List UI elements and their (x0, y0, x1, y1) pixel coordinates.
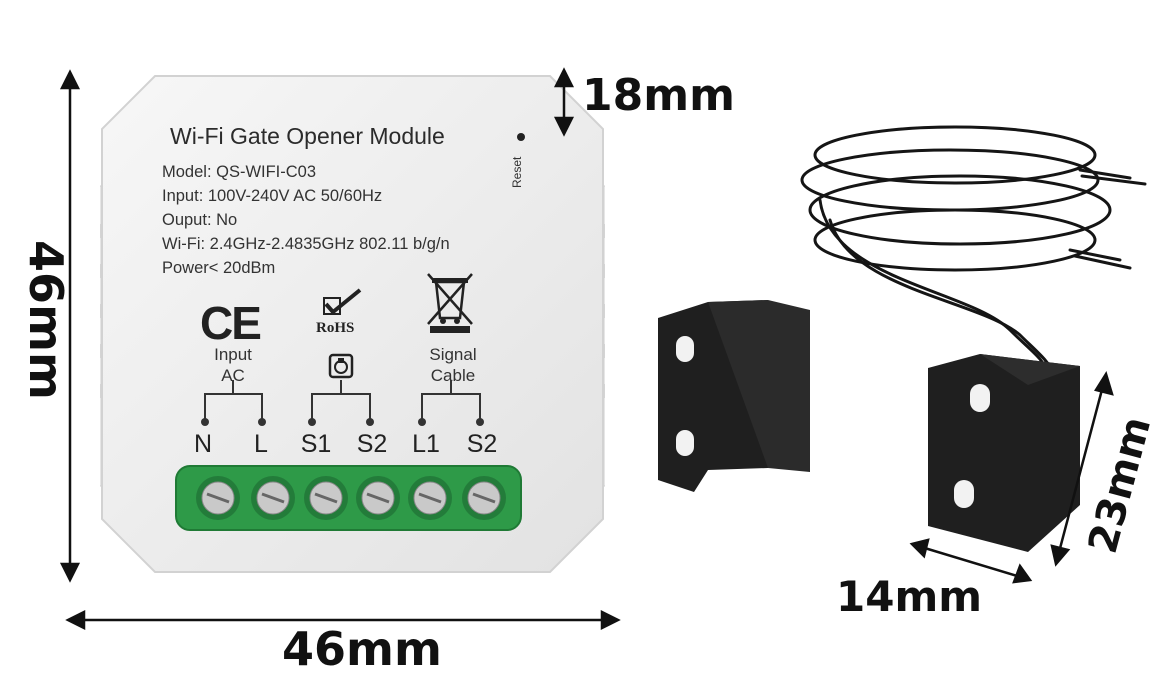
module-height-label: 46mm (19, 240, 73, 400)
module-housing (100, 75, 605, 573)
terminal-label: L1 (412, 430, 440, 458)
module-depth-label: 18mm (582, 70, 735, 121)
weee-bin-icon (427, 273, 473, 333)
terminal-label: L (254, 430, 268, 458)
spec-power: Power< 20dBm (162, 259, 276, 277)
rohs-check-icon (323, 288, 362, 315)
terminal-label: N (193, 430, 213, 458)
signal-group-label-1: Signal (429, 345, 477, 364)
input-group-label-1: Input (214, 345, 252, 364)
module-title: Wi-Fi Gate Opener Module (170, 123, 445, 149)
terminal-label: S1 (300, 430, 332, 458)
sensor-width-label: 14mm (836, 572, 982, 621)
rohs-mark: RoHS (316, 320, 355, 336)
terminal-label: S2 (466, 430, 498, 458)
spec-wifi: Wi-Fi: 2.4GHz-2.4835GHz 802.11 b/g/n (162, 235, 450, 253)
reset-button (517, 133, 525, 141)
spec-output: Ouput: No (162, 211, 238, 229)
ce-mark: CE (200, 297, 262, 349)
wall-socket-icon (328, 353, 354, 379)
spec-model: Model: QS-WIFI-C03 (162, 163, 317, 181)
terminal-label: S2 (356, 430, 388, 458)
module-width-label: 46mm (282, 622, 442, 676)
input-group-label-2: AC (221, 366, 245, 385)
magnetic-sensor (658, 125, 1147, 552)
spec-input: Input: 100V-240V AC 50/60Hz (162, 187, 383, 205)
signal-group-label-2: Cable (430, 366, 476, 385)
